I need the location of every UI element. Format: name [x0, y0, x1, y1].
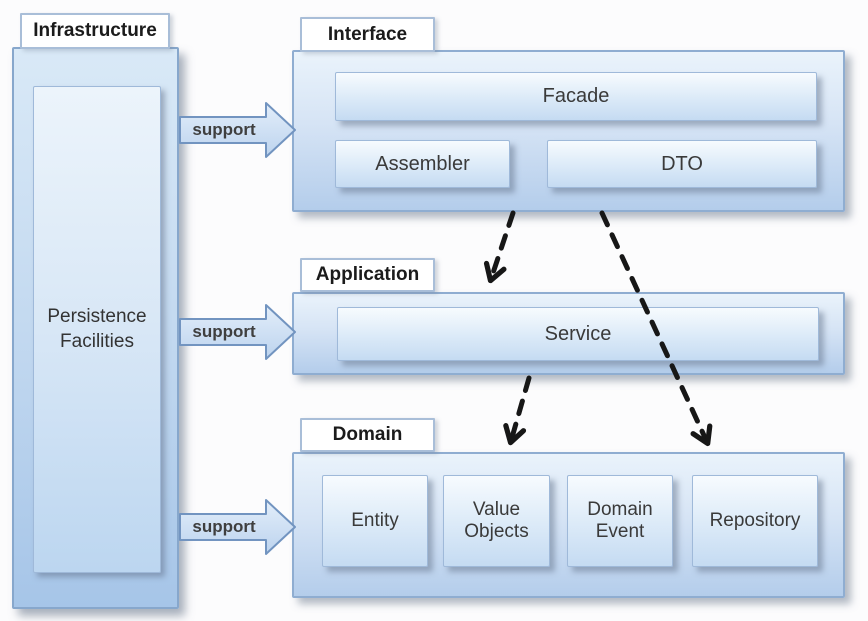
- support-label-application: support: [192, 322, 256, 341]
- support-label-interface: support: [192, 120, 256, 139]
- infrastructure-label: Infrastructure: [20, 13, 170, 49]
- interface-label: Interface: [300, 17, 435, 52]
- value-objects-box: Value Objects: [443, 475, 550, 567]
- domain-label: Domain: [300, 418, 435, 452]
- service-box: Service: [337, 307, 819, 361]
- facade-box: Facade: [335, 72, 817, 121]
- assembler-box: Assembler: [335, 140, 510, 188]
- entity-box: Entity: [322, 475, 428, 567]
- domain-label-text: Domain: [332, 424, 403, 445]
- infrastructure-label-text: Infrastructure: [33, 20, 157, 41]
- persistence-facilities-box: Persistence Facilities: [33, 86, 161, 573]
- persistence-facilities-text: Persistence Facilities: [47, 305, 147, 352]
- dto-box: DTO: [547, 140, 817, 188]
- domain-event-box: Domain Event: [567, 475, 673, 567]
- application-label: Application: [300, 258, 435, 292]
- repository-box: Repository: [692, 475, 818, 567]
- interface-label-text: Interface: [327, 23, 408, 45]
- support-label-domain: support: [192, 517, 256, 536]
- application-label-text: Application: [315, 264, 420, 285]
